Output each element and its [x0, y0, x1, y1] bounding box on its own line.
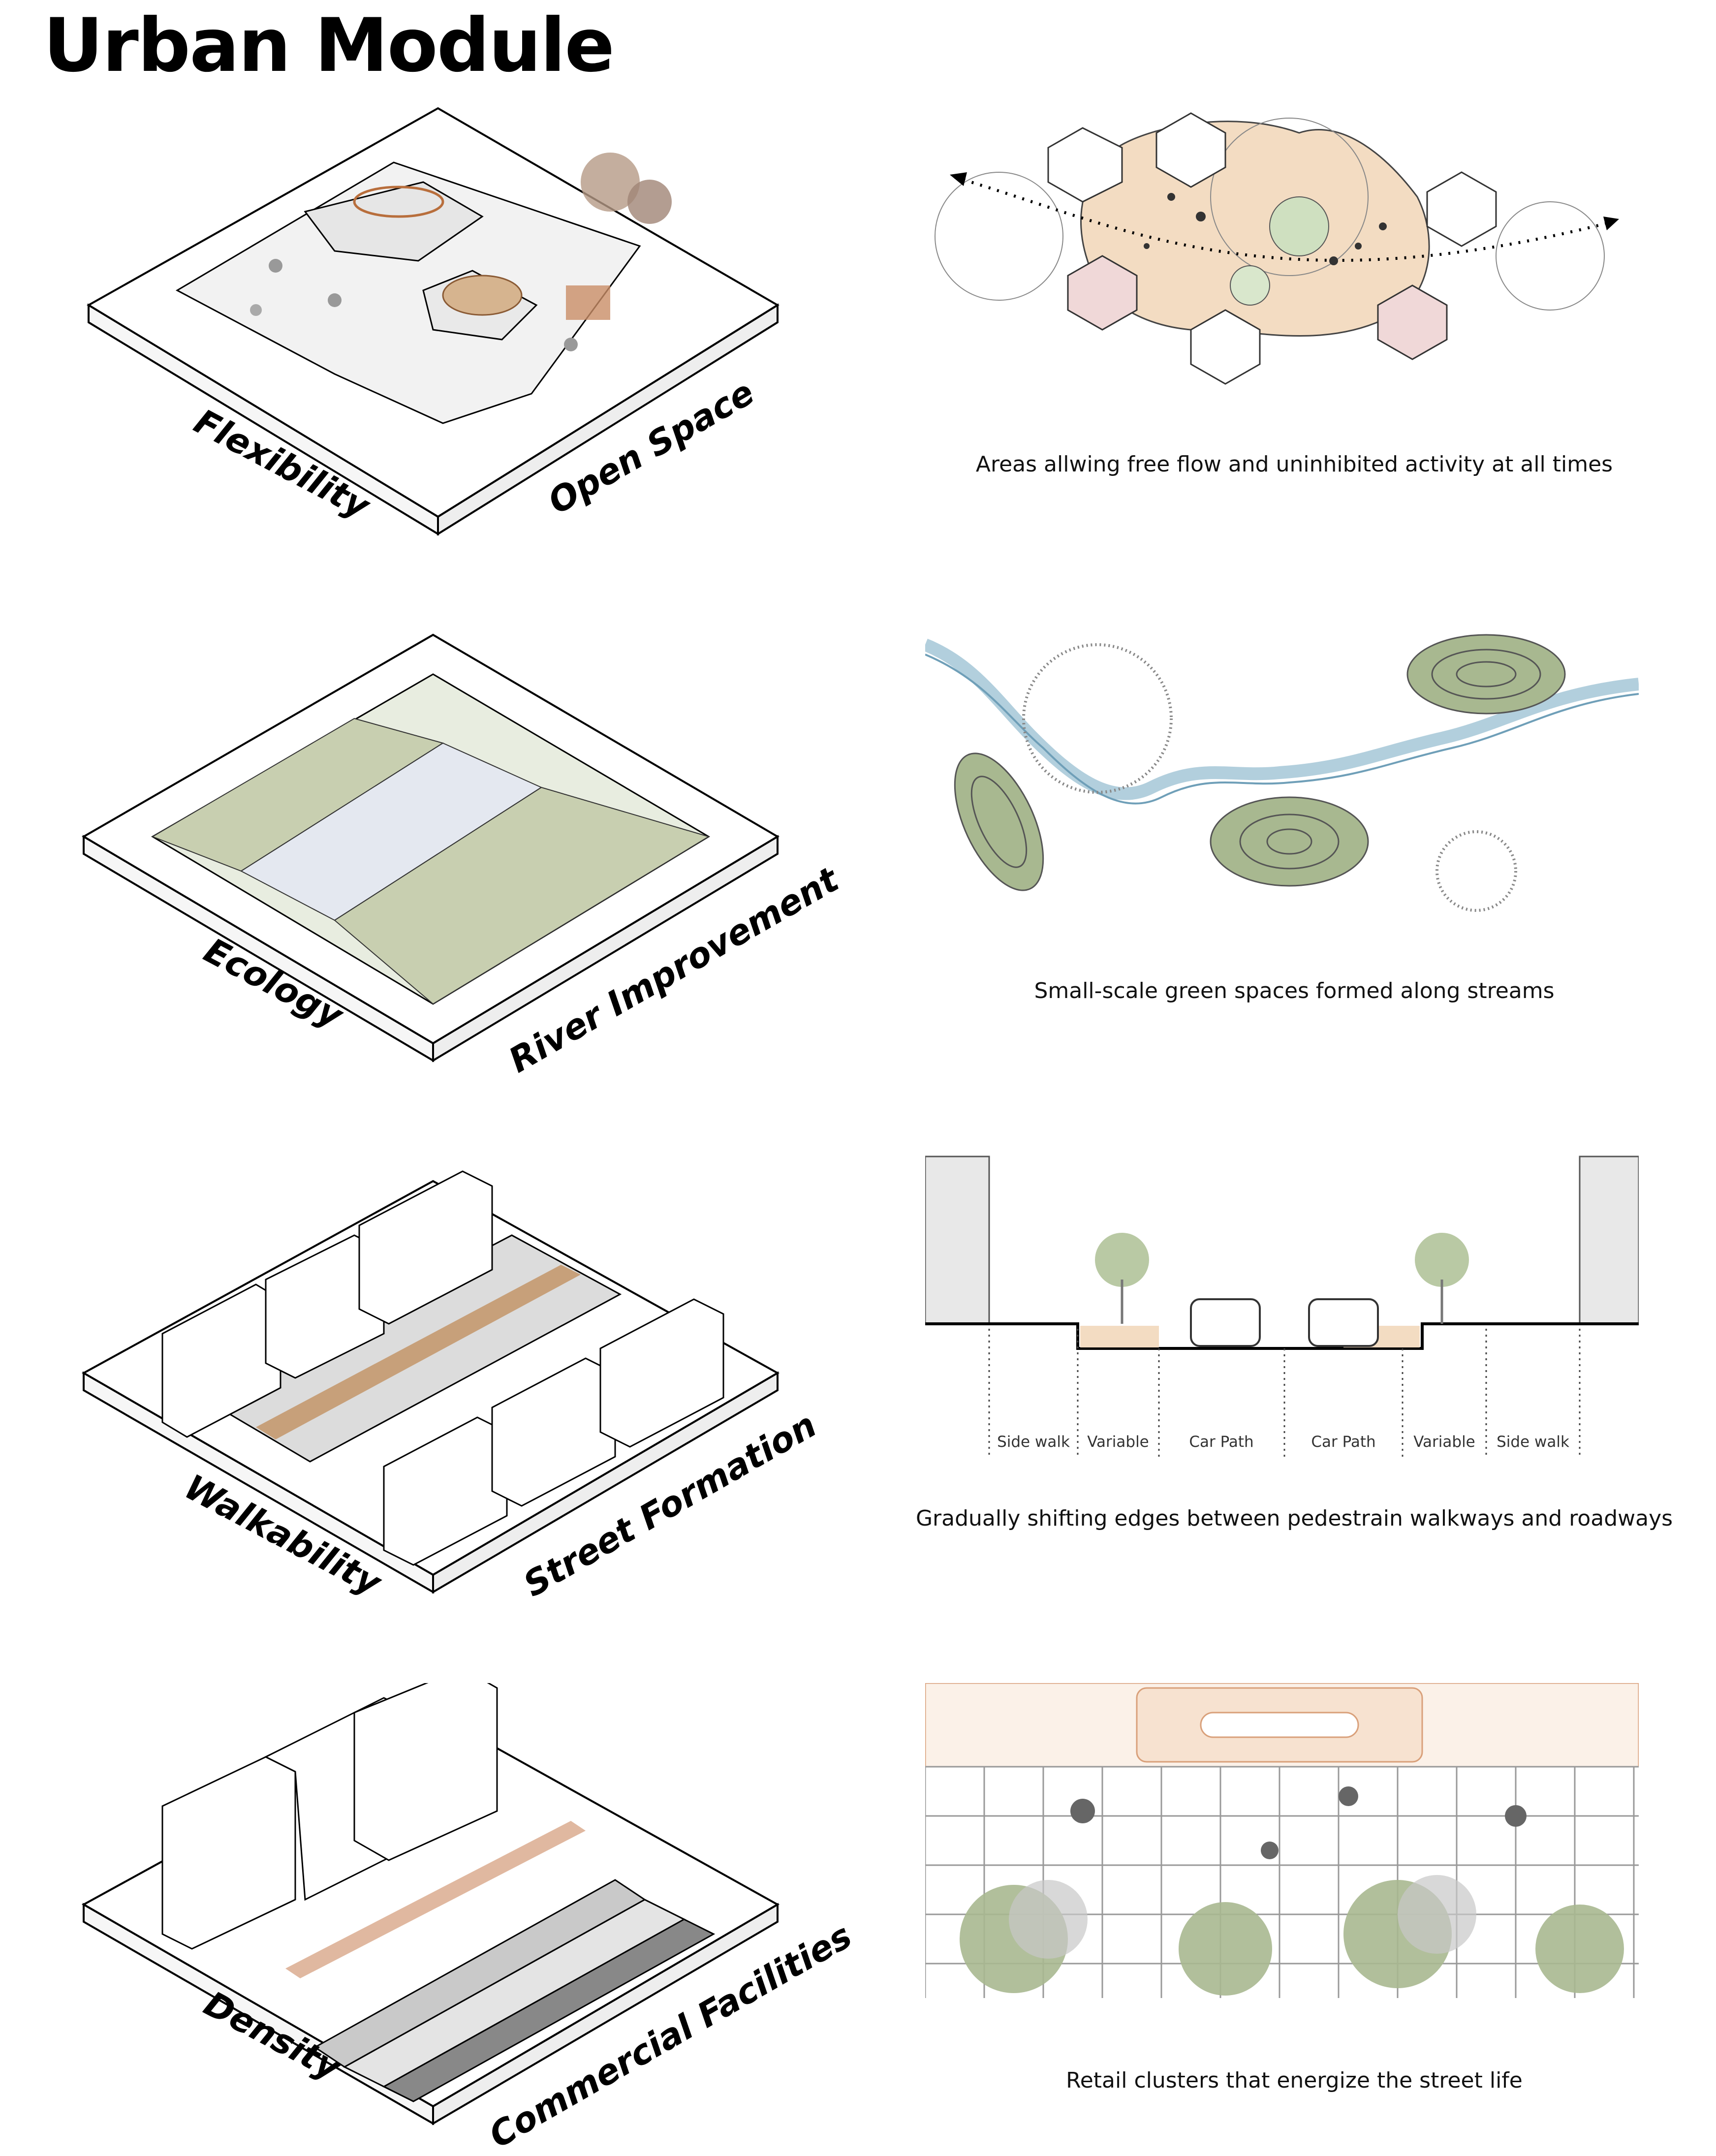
isometric-river-diagram — [82, 633, 780, 1062]
isometric-street-diagram — [81, 1170, 780, 1594]
page-title: Urban Module — [43, 3, 615, 89]
caption-retail: Retail clusters that energize the street… — [1066, 2068, 1523, 2093]
module-row-4: Density Commercial Facilities — [0, 1683, 1716, 2156]
isometric-commercial-diagram — [81, 1683, 780, 2125]
lane-label-sidewalk-left: Side walk — [997, 1433, 1070, 1451]
isometric-open-space-diagram — [87, 107, 780, 536]
lane-label-variable-left: Variable — [1087, 1433, 1149, 1451]
retail-plan-diagram — [925, 1683, 1639, 1998]
caption-street: Gradually shifting edges between pedestr… — [915, 1506, 1673, 1531]
lane-label-carpath-left: Car Path — [1189, 1433, 1253, 1451]
river-plan-diagram — [925, 634, 1639, 912]
caption-river: Small-scale green spaces formed along st… — [1034, 978, 1555, 1003]
module-row-2: Ecology River Improvement Small-scale gr… — [0, 625, 1716, 1081]
lane-label-variable-right: Variable — [1413, 1433, 1475, 1451]
open-space-plan-diagram — [935, 112, 1619, 385]
street-section-diagram: Side walk Variable Car Path Car Path Var… — [925, 1156, 1639, 1457]
caption-open-space: Areas allwing free flow and uninhibited … — [975, 452, 1613, 477]
lane-label-carpath-right: Car Path — [1311, 1433, 1375, 1451]
module-row-3: Walkability Street Formation Side walk V… — [0, 1152, 1716, 1605]
lane-label-sidewalk-right: Side walk — [1497, 1433, 1569, 1451]
module-row-1: Flexibility Open Space Areas allwing fre… — [0, 98, 1716, 541]
